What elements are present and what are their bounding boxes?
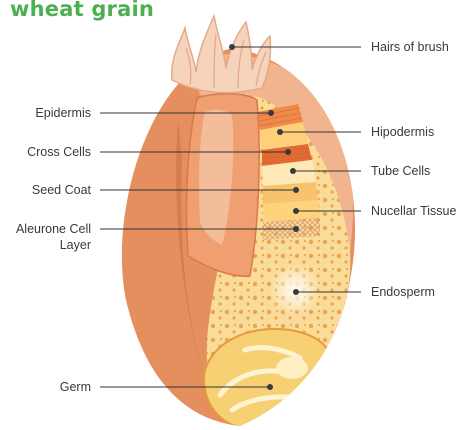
label-nucellar-tissue: Nucellar Tissue	[371, 204, 456, 218]
label-cross-cells: Cross Cells	[27, 145, 91, 159]
label-aleurone-line1: Aleurone Cell	[16, 222, 91, 236]
label-tube-cells: Tube Cells	[371, 164, 430, 178]
label-germ: Germ	[60, 380, 91, 394]
label-aleurone-line2: Layer	[60, 238, 91, 252]
label-hairs-of-brush: Hairs of brush	[371, 40, 449, 54]
label-hipodermis: Hipodermis	[371, 125, 434, 139]
label-endosperm: Endosperm	[371, 285, 435, 299]
label-epidermis: Epidermis	[35, 106, 91, 120]
germ	[204, 329, 332, 428]
label-seed-coat: Seed Coat	[32, 183, 92, 197]
